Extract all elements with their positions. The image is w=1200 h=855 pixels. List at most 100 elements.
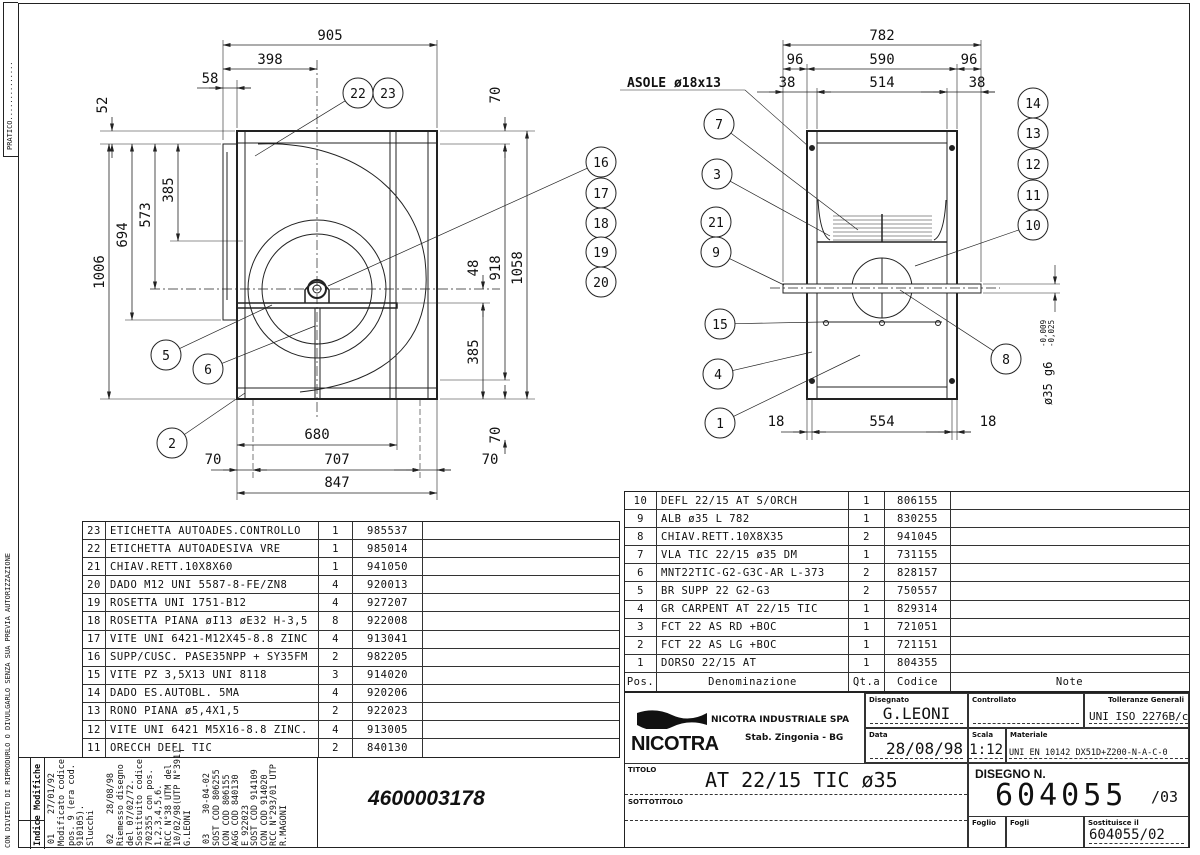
dimension-right-0: 782 [782,28,982,47]
balloon-15: 15 [704,308,823,340]
dimension-right-2: 590 [806,52,958,71]
revision-text-line: R.MAGONI [278,805,289,846]
code-cell: 750557 [885,582,951,600]
header-note: Note [1055,675,1084,688]
note-cell [951,546,1188,563]
name-cell: ROSETTA PIANA øI13 øE32 H-3,5 [106,612,319,630]
qty-cell: 1 [849,600,885,618]
revision-text-line: E 922023 [240,805,251,846]
dimension-right-1: 96 [782,52,808,71]
revision-text-line: G.LEONI [182,810,193,846]
balloon-circle [1017,209,1049,241]
dimension-label: 96 [787,52,804,68]
name-cell: FCT 22 AS RD +BOC [657,618,849,636]
revision-index: 01 [47,833,57,844]
replaces-label: Sostituisce il [1088,819,1139,827]
dimension-label: 707 [324,452,349,468]
pos-cell: 3 [625,618,657,636]
code-cell: 985014 [353,540,423,558]
drawing-no-label: DISEGNO N. [975,767,1046,781]
code-cell: 941045 [885,528,951,546]
dimension-label: 1058 [510,251,526,285]
pos-cell: 5 [625,582,657,600]
material: UNI EN 10142 DX51D+Z200-N-A-C-0 [1009,748,1188,759]
balloon-number: 13 [1025,127,1041,142]
dimension-label: 918 [488,255,504,280]
balloon-number: 20 [593,276,609,291]
pos-cell: 2 [625,636,657,654]
code-cell: 913005 [353,721,423,739]
pos-cell: 17 [83,630,106,648]
revision-text-line: SOST COD 806255 [212,769,222,846]
checked-label: Controllato [972,696,1017,704]
qty-cell: 4 [319,576,353,594]
dimension-left-1: 398 [222,52,318,71]
revision-text-line: RCC N°38 UTM del [163,764,174,846]
subtitle-dash [625,820,967,821]
revision-text-line: CON COD 914020 [259,774,270,846]
note-cell [423,576,618,593]
note-cell [951,510,1188,527]
code-cell: 941050 [353,558,423,576]
pos-cell: 19 [83,594,106,612]
note-cell [951,528,1188,545]
balloon-7: 7 [703,108,859,231]
code-cell: 721051 [885,618,951,636]
copyright-notice: CON DIVIETO DI RIPRODURLO O DIVULGARLO S… [4,552,12,848]
name-cell: SUPP/CUSC. PASE35NPP + SY35FM [106,648,319,666]
balloon-circle [700,236,732,268]
code-cell: 721151 [885,636,951,654]
drawing-revision: /03 [1151,788,1179,806]
code-cell: 920206 [353,684,423,702]
replaces: 604055/02 [1089,827,1184,844]
name-cell: ROSETTA UNI 1751-B12 [106,594,319,612]
note-cell [423,739,618,757]
balloon-number: 15 [712,318,728,333]
dimension-label: 514 [869,75,894,91]
checked-by-cell: Controllato [968,693,1084,728]
revision-text-line: Sostituito codice [135,759,145,846]
dimension-label: 38 [969,75,986,91]
balloon-number: 5 [162,349,170,364]
dimension-right-9: 18 [926,414,996,434]
title-block: NICOTRA NICOTRA INDUSTRIALE SPA Stab. Zi… [624,692,1190,848]
revision-col-divider [44,758,45,849]
shaft [782,283,982,294]
note-cell [951,564,1188,581]
balloon-circle [704,308,736,340]
dimension-left-13: 70 [488,385,507,454]
dimension-left-5: 1006 [92,143,111,400]
balloon-12: 12 [1017,148,1049,180]
dimension-label: 782 [869,28,894,44]
name-cell: VITE UNI 6421 M5X16-8.8 ZINC. [106,721,319,739]
company-logo-text: NICOTRA [631,733,719,755]
pos-cell: 13 [83,702,106,721]
dimension-label: 18 [768,414,785,430]
code-cell: 806155 [885,492,951,510]
balloon-number: 22 [350,87,366,102]
name-cell: DEFL 22/15 AT S/ORCH [657,492,849,510]
leader-line [733,354,861,417]
balloon-circle [702,358,734,390]
dimension-label: 52 [95,97,111,114]
balloon-number: 4 [714,368,722,383]
pos-cell: 22 [83,540,106,558]
note-cell [951,637,1188,654]
revision-changes-label: Modifiche [33,763,43,810]
leader-line [732,351,813,371]
balloon-circle [150,339,182,371]
company-cell: NICOTRA NICOTRA INDUSTRIALE SPA Stab. Zi… [625,693,865,763]
dimension-right-7: 554 [811,414,953,434]
